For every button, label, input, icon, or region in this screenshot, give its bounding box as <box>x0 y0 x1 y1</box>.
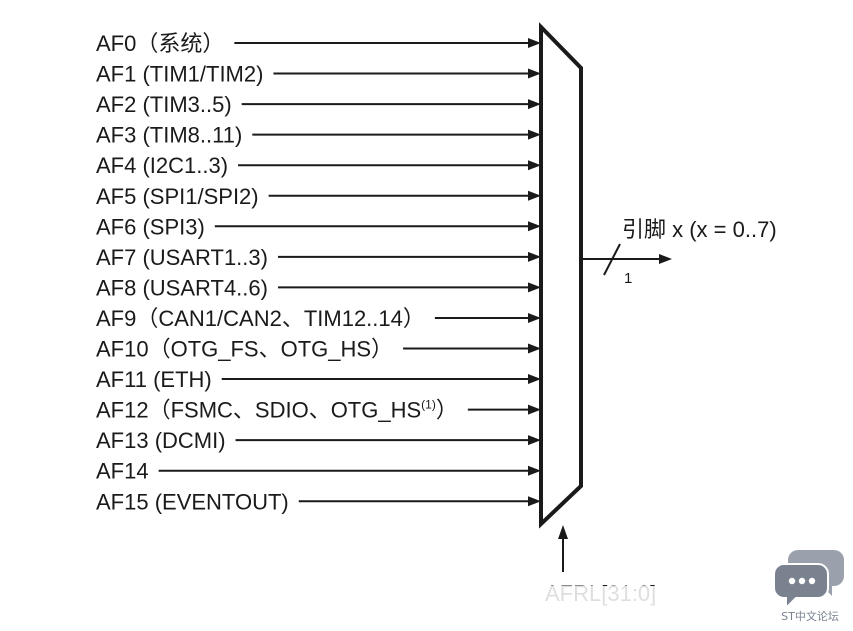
input-label-af4: AF4 (I2C1..3) <box>96 153 228 178</box>
input-list: AF0（系统） AF1 (TIM1/TIM2) AF2 (TIM3..5) AF3 (… <box>96 31 541 514</box>
input-label-af9: AF9（CAN1/CAN2、TIM12..14） <box>96 306 425 331</box>
input-arrowhead-af0 <box>528 38 541 48</box>
input-label-af5: AF5 (SPI1/SPI2) <box>96 184 259 209</box>
input-label-af10: AF10（OTG_FS、OTG_HS） <box>96 337 393 362</box>
select-arrowhead <box>558 525 568 539</box>
input-arrowhead-af15 <box>528 496 541 507</box>
input-label-af6: AF6 (SPI3) <box>96 214 205 239</box>
input-label-af14: AF14 <box>96 459 149 484</box>
input-label-af1: AF1 (TIM1/TIM2) <box>96 62 263 87</box>
input-arrowhead-af5 <box>528 190 541 201</box>
bus-slash <box>603 243 621 276</box>
input-arrowhead-af7 <box>528 251 541 262</box>
output-arrowhead <box>659 254 672 264</box>
input-label-af8: AF8 (USART4..6) <box>96 275 268 300</box>
input-arrowhead-af12 <box>528 404 541 415</box>
input-arrowhead-af8 <box>528 282 541 293</box>
watermark: ST中文论坛 <box>770 544 850 628</box>
input-label-af7: AF7 (USART1..3) <box>96 245 268 270</box>
bus-width-label: 1 <box>624 270 632 287</box>
bottom-fade-band <box>440 586 780 631</box>
output-pin-label: 引脚 x (x = 0..7) <box>622 217 777 242</box>
input-arrowhead-af14 <box>528 465 541 476</box>
input-label-af0: AF0（系统） <box>96 31 224 56</box>
chat-bubbles-icon <box>773 550 844 611</box>
input-arrowhead-af10 <box>528 343 541 354</box>
input-arrowhead-af3 <box>528 129 541 140</box>
input-arrowhead-af2 <box>528 99 541 110</box>
input-label-af12-suffix: ） <box>436 398 458 423</box>
input-arrowhead-af13 <box>528 435 541 446</box>
watermark-text: ST中文论坛 <box>781 610 839 623</box>
input-label-af15: AF15 (EVENTOUT) <box>96 489 289 514</box>
input-label-af12-footnote: (1) <box>421 398 436 412</box>
input-arrowhead-af4 <box>528 160 541 171</box>
input-label-af12: AF12（FSMC、SDIO、OTG_HS(1)） <box>96 398 458 423</box>
multiplexer-block <box>539 22 583 529</box>
input-label-af11: AF11 (ETH) <box>96 367 212 392</box>
input-label-af13: AF13 (DCMI) <box>96 428 226 453</box>
input-arrowhead-af9 <box>528 312 541 323</box>
input-arrowhead-af11 <box>528 374 541 385</box>
input-arrowhead-af1 <box>528 68 541 79</box>
input-arrowhead-af6 <box>528 221 541 232</box>
input-label-af3: AF3 (TIM8..11) <box>96 123 242 148</box>
input-label-af2: AF2 (TIM3..5) <box>96 92 232 117</box>
